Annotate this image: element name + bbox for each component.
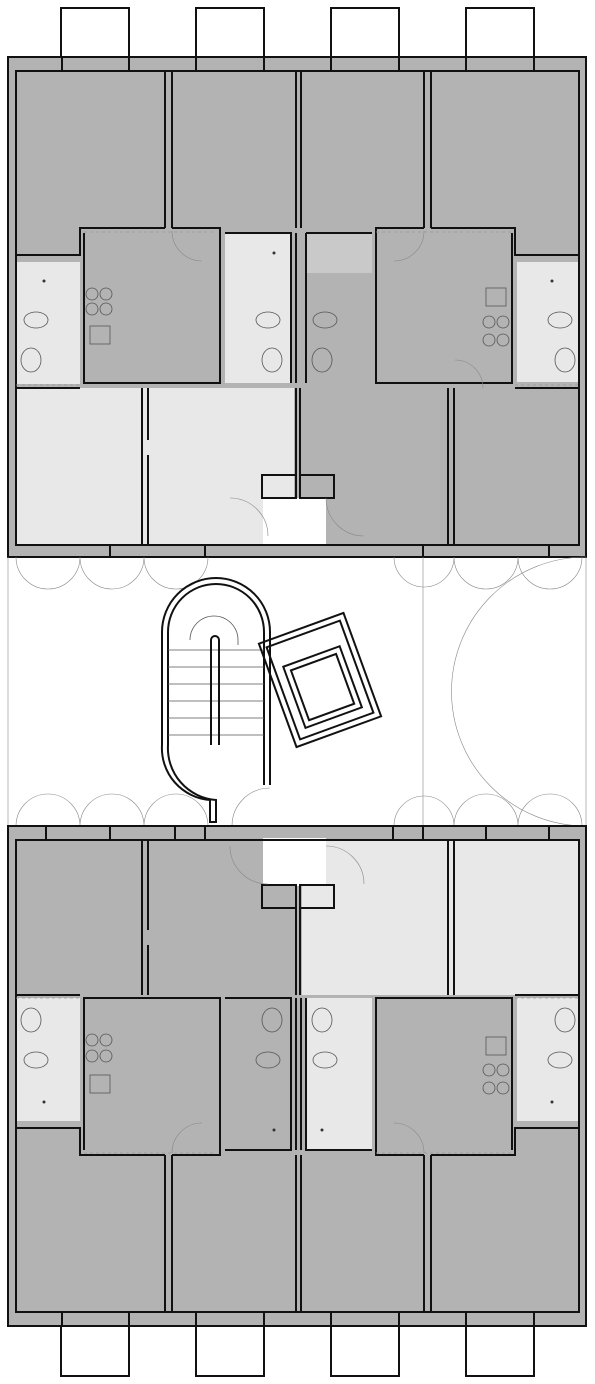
drain-icon xyxy=(320,1128,324,1132)
cooktop-icon xyxy=(482,1081,496,1095)
washbasin-icon xyxy=(261,1007,283,1033)
washbasin-icon xyxy=(311,1007,333,1033)
living-walls xyxy=(141,840,455,995)
entry-posts xyxy=(261,474,335,499)
kitchen-walls-right xyxy=(375,227,579,384)
bathroom-zone xyxy=(225,233,291,383)
bathroom-fixtures-left xyxy=(20,279,49,373)
living-walls-left xyxy=(16,387,149,544)
core-bath-fixtures xyxy=(255,251,338,373)
living-zone-light xyxy=(302,840,579,995)
window-jambs xyxy=(61,1312,535,1326)
room-partitions xyxy=(164,1155,432,1312)
door-swing-icon xyxy=(171,1122,425,1154)
cooktop-icon xyxy=(85,302,99,316)
kitchen-zone xyxy=(84,233,216,383)
core-boundary xyxy=(7,557,587,826)
kitchen-fixtures-right xyxy=(482,1036,510,1095)
toilet-icon xyxy=(312,1051,338,1069)
kitchen-fixtures-left xyxy=(85,1033,113,1094)
outer-wall xyxy=(7,825,587,1327)
party-wall xyxy=(295,388,301,475)
kitchen-walls-left xyxy=(16,997,221,1156)
drain-icon xyxy=(272,251,276,255)
bathroom-zone xyxy=(306,998,372,1150)
dashed-lines xyxy=(16,231,579,386)
entry-gap xyxy=(263,498,326,546)
window-jambs xyxy=(61,58,535,71)
toilet-icon xyxy=(23,311,49,329)
cooktop-icon xyxy=(99,1049,113,1063)
dashed-lines xyxy=(16,997,579,1154)
building-block-bottom xyxy=(7,825,587,1327)
entry-posts xyxy=(261,884,335,909)
toilet-icon xyxy=(312,311,338,329)
cooktop-icon xyxy=(99,302,113,316)
cooktop-icon xyxy=(482,315,496,329)
sink-icon xyxy=(485,287,507,307)
cooktop-icon xyxy=(496,333,510,347)
building-block-top xyxy=(7,56,587,558)
washbasin-icon xyxy=(261,347,283,373)
cooktop-icon xyxy=(482,333,496,347)
sink-icon xyxy=(485,1036,507,1056)
kitchen-fixtures-left xyxy=(85,287,113,345)
drain-icon xyxy=(550,279,554,283)
core-bath-fixtures xyxy=(255,1007,338,1132)
bathroom-fixtures-right xyxy=(547,279,576,373)
drain-icon xyxy=(42,1100,46,1104)
cooktop-icon xyxy=(496,315,510,329)
door-swing-icon xyxy=(171,230,425,262)
entry-gap xyxy=(263,838,326,886)
cooktop-icon xyxy=(99,287,113,301)
door-swing-icon xyxy=(229,845,365,885)
washbasin-icon xyxy=(20,347,42,373)
bathroom-zone xyxy=(16,262,80,384)
living-walls-right xyxy=(447,387,579,544)
cooktop-icon xyxy=(85,1033,99,1047)
washbasin-icon xyxy=(20,1007,42,1033)
washbasin-icon xyxy=(554,1007,576,1033)
washbasin-icon xyxy=(554,347,576,373)
washbasin-icon xyxy=(311,347,333,373)
drain-icon xyxy=(550,1100,554,1104)
door-swing-icon xyxy=(229,497,365,537)
window-jambs-north xyxy=(45,826,550,840)
cooktop-icon xyxy=(496,1081,510,1095)
cooktop-icon xyxy=(99,1033,113,1047)
core-bath-walls xyxy=(225,997,372,1151)
living-zone-light xyxy=(16,388,294,544)
sink-icon xyxy=(89,1074,111,1094)
circulation-core xyxy=(7,556,587,827)
cooktop-icon xyxy=(85,287,99,301)
inner-wall-line xyxy=(15,70,580,546)
sink-icon xyxy=(89,325,111,345)
toilet-icon xyxy=(255,311,281,329)
bathroom-fixtures-left xyxy=(20,1007,49,1104)
inner-wall-line xyxy=(15,839,580,1313)
drain-icon xyxy=(42,279,46,283)
cooktop-icon xyxy=(496,1063,510,1077)
staircase-icon xyxy=(160,577,271,823)
kitchen-walls-left xyxy=(16,227,221,384)
door-swing-icon xyxy=(454,359,484,389)
cooktop-icon xyxy=(85,1049,99,1063)
drain-icon xyxy=(272,1128,276,1132)
toilet-icon xyxy=(547,311,573,329)
core-bath-walls xyxy=(225,232,372,383)
window-jambs-south xyxy=(46,544,550,557)
kitchen-fixtures-right xyxy=(482,287,510,347)
cooktop-icon xyxy=(482,1063,496,1077)
toilet-icon xyxy=(255,1051,281,1069)
kitchen-walls-right xyxy=(375,997,579,1156)
room-partitions xyxy=(164,71,432,228)
door-swing-icon xyxy=(15,556,587,827)
toilet-icon xyxy=(547,1051,573,1069)
bathroom-fixtures-right xyxy=(547,1007,576,1104)
toilet-icon xyxy=(23,1051,49,1069)
elevator-icon xyxy=(257,611,383,749)
wc-zone xyxy=(306,233,372,273)
outer-wall xyxy=(7,56,587,558)
